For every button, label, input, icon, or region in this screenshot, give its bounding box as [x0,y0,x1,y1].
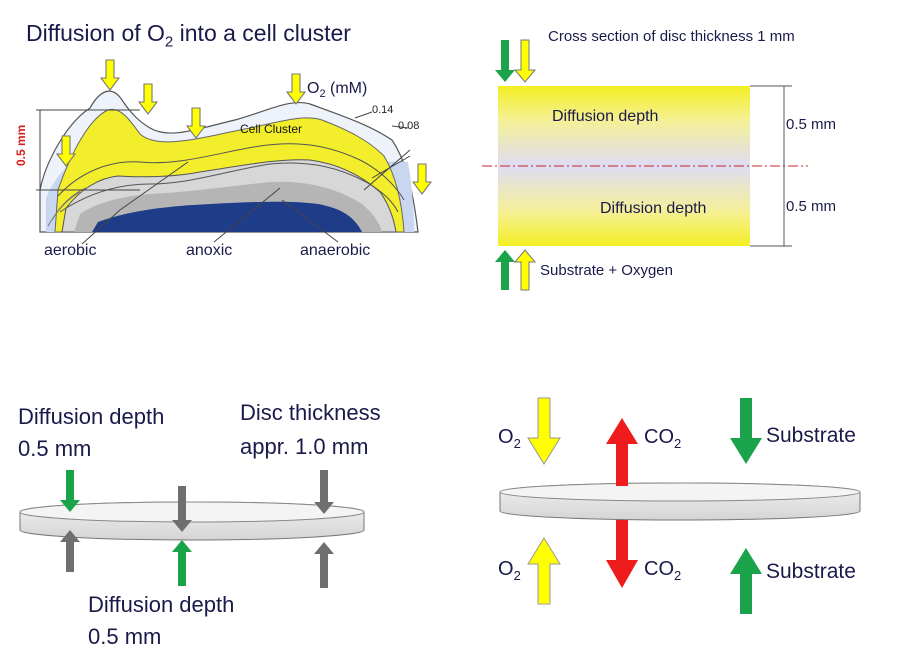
green-arrow-up-icon [730,548,762,614]
panel1-title: Diffusion of O2 into a cell cluster [26,20,351,51]
grey-arrow-up-icon [314,542,334,588]
green-arrow-up-icon [495,250,515,290]
o2-top-label: O2 [498,426,521,451]
arrow-down-icon [285,73,307,105]
depth-top-line1: Diffusion depth [18,404,165,429]
co2-bottom-label: CO2 [644,558,681,583]
o2-bottom-sub: 2 [513,568,521,583]
co2-bottom-sub: 2 [674,568,682,583]
gas-exchange-diagram [499,397,861,614]
thickness-line1: Disc thickness [240,400,381,425]
depth-top-line2: 0.5 mm [18,436,92,461]
yellow-arrow-down-icon [527,397,561,465]
green-arrow-down-icon [495,40,515,82]
co2-top-sub: 2 [674,436,682,451]
yellow-arrow-up-icon [513,249,537,291]
grey-arrow-down-icon [314,470,334,514]
label-anoxic: anoxic [186,242,233,259]
arrow-down-icon [99,59,121,91]
arrow-down-icon [137,83,159,115]
substrate-top-label: Substrate [766,424,856,447]
o2-bottom-label: O2 [498,558,521,583]
yellow-arrow-up-icon [527,537,561,605]
diffusion-depth-top: Diffusion depth [552,108,659,125]
thickness-line2: appr. 1.0 mm [240,434,369,459]
disc-thickness-diagram [19,470,365,588]
grey-arrow-up-icon [60,530,80,572]
o2-sub: 2 [319,88,326,101]
yellow-arrow-down-icon [513,39,537,83]
contour-label-014: 0.14 [372,104,394,116]
green-arrow-down-icon [730,398,762,464]
red-arrow-up-icon [606,418,638,486]
label-aerobic: aerobic [44,242,97,259]
o2-top-text: O [498,426,514,448]
cross-section-title: Cross section of disc thickness 1 mm [548,28,795,45]
cell-cluster-diagram [36,59,433,245]
co2-top-text: CO [644,426,674,448]
cell-cluster-label: Cell Cluster [240,122,303,136]
o2-bottom-text: O [498,558,514,580]
dim-top-label: 0.5 mm [786,116,837,133]
substrate-oxygen-label: Substrate + Oxygen [540,262,673,279]
title-prefix: Diffusion of O [26,20,165,46]
depth-bottom-line2: 0.5 mm [88,624,162,649]
co2-bottom-text: CO [644,558,674,580]
arrow-down-icon [55,135,77,167]
title-suffix: into a cell cluster [173,20,351,46]
o2-arrows [55,59,433,195]
grey-arrow-down-icon [172,486,192,532]
scale-label: 0.5 mm [14,124,28,166]
o2-unit-label: O2 (mM) [307,80,367,100]
substrate-bottom-label: Substrate [766,560,856,583]
o2-top-sub: 2 [513,436,521,451]
label-anaerobic: anaerobic [300,242,371,259]
green-arrow-up-icon [172,540,192,586]
contour-label-008: 0.08 [398,120,420,132]
green-arrow-down-icon [60,470,80,512]
arrow-down-icon [185,107,207,139]
o2-text: O [307,80,320,97]
arrow-down-icon [411,163,433,195]
dim-bottom-label: 0.5 mm [786,198,837,215]
title-subscript: 2 [164,33,174,51]
diffusion-depth-bottom: Diffusion depth [600,200,707,217]
o2-unit: (mM) [325,80,368,97]
disc-cross-section [482,39,808,291]
red-arrow-down-icon [606,520,638,588]
co2-top-label: CO2 [644,426,681,451]
depth-bottom-line1: Diffusion depth [88,592,235,617]
